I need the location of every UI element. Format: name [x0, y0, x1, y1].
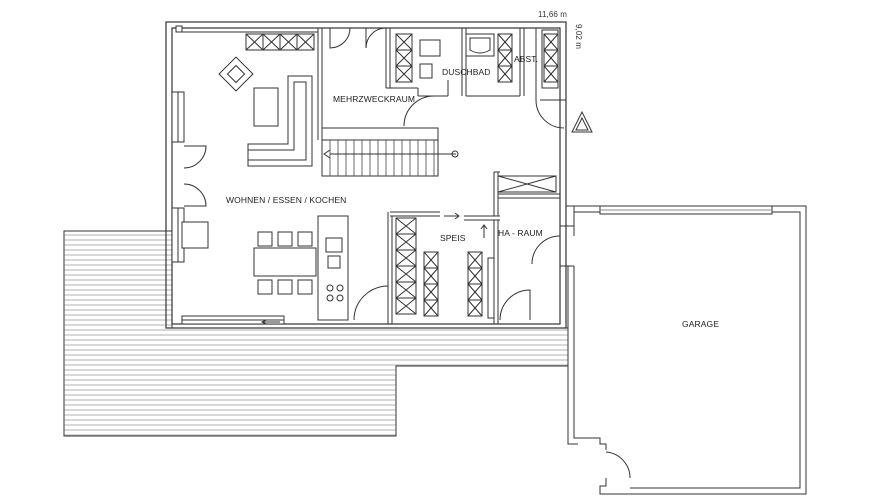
wall-cabinets	[245, 33, 315, 51]
window-left	[171, 91, 185, 263]
kitchen-counter	[317, 215, 349, 321]
room-label-pantry: SPEIS	[440, 233, 466, 243]
staircase	[321, 127, 459, 177]
garage-walls	[567, 205, 807, 495]
fireplace	[181, 221, 209, 249]
window-top	[175, 25, 318, 33]
sofa	[218, 56, 313, 167]
room-label-closet: ABST.	[514, 54, 539, 64]
dimension-width: 11,66 m	[538, 10, 568, 19]
direction-arrows	[444, 212, 488, 238]
entrance-triangle-icon	[571, 110, 593, 133]
doors	[183, 27, 631, 479]
room-label-shower: DUSCHBAD	[442, 67, 491, 77]
room-label-utility: HA - RAUM	[498, 228, 543, 238]
sliding-door-bottom	[181, 315, 285, 325]
terrace-deck	[63, 230, 569, 437]
room-label-living: WOHNEN / ESSEN / KOCHEN	[226, 195, 347, 205]
pantry-shelves	[395, 33, 559, 319]
interior-walls	[317, 28, 575, 324]
room-label-multipurpose: MEHRZWECKRAUM	[333, 94, 416, 104]
room-label-garage: GARAGE	[682, 319, 719, 329]
dimension-depth: 9,02 m	[574, 24, 583, 50]
dining-set	[253, 231, 317, 295]
